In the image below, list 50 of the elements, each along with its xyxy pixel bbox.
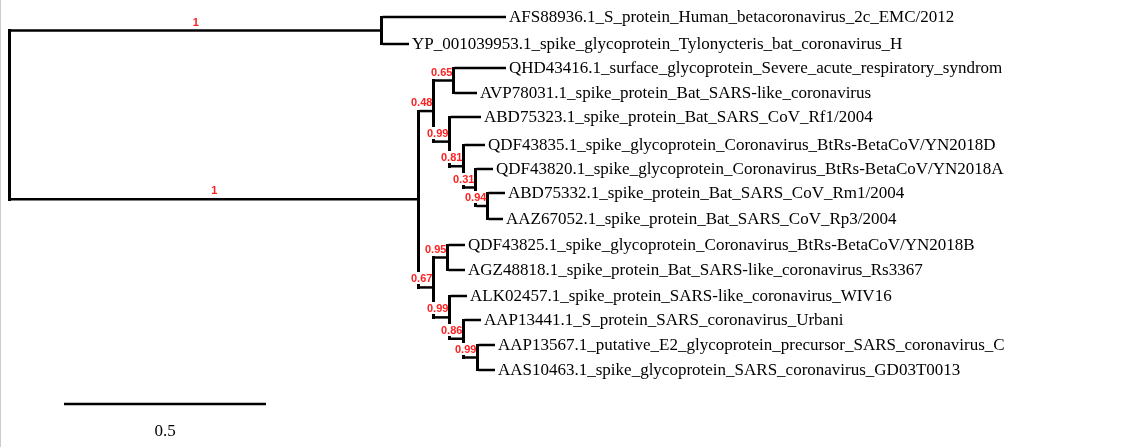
taxon-label: ABD75323.1_spike_protein_Bat_SARS_CoV_Rf1/2004 [484,107,873,127]
support-value: 0.86 [441,323,463,336]
taxon-label: AFS88936.1_S_protein_Human_betacoronavirus_2c_EMC/2012 [509,7,955,27]
node-bar [380,15,383,46]
taxon-label: AAS10463.1_spike_glycoprotein_SARS_coronavirus_GD03T0013 [498,360,961,380]
taxon-label: AAZ67052.1_spike_protein_Bat_SARS_CoV_Rp3/2004 [506,209,897,229]
branch-line [434,140,449,143]
node-bar [486,191,489,221]
support-value: 1 [192,15,199,28]
branch-line [419,286,433,289]
support-value: 0.67 [411,272,433,285]
taxon-label: AAP13441.1_S_protein_SARS_coronavirus_Urbani [484,310,844,330]
taxon-label: QDF43820.1_spike_glycoprotein_Coronavirus_BtRs-BetaCoV/YN2018A [496,159,1004,179]
node-bar [8,29,11,201]
branch-line [450,115,481,119]
support-value: 0.48 [411,96,433,109]
taxon-label: QDF43835.1_spike_glycoprotein_Coronavirus_BtRs-BetaCoV/YN2018D [488,135,996,155]
branch-line [434,79,453,82]
branch-line [464,143,485,147]
branch-line [464,186,475,189]
support-value: 0.95 [425,242,447,255]
taxon-label: QDF43825.1_spike_glycoprotein_Coronavirus_BtRs-BetaCoV/YN2018B [468,235,975,255]
taxon-label: AVP78031.1_spike_protein_Bat_SARS-like_coronavirus [480,83,872,103]
taxon-label: AAP13567.1_putative_E2_glycoprotein_precursor_SARS_coronavirus_C [498,335,1005,355]
taxon-label: ALK02457.1_spike_protein_SARS-like_coronavirus_WIV16 [470,286,892,306]
support-value: 0.99 [427,126,449,139]
taxon-label: AGZ48818.1_spike_protein_Bat_SARS-like_coronavirus_Rs3367 [468,260,923,280]
taxon-label: YP_001039953.1_spike_glycoprotein_Tylonycteris_bat_coronavirus_H [412,34,903,54]
branch-line [10,198,418,201]
support-value: 0.65 [431,65,453,78]
branch-line [464,356,477,359]
support-value: 0.81 [441,151,463,164]
branch-line [450,165,463,168]
branch-line [382,42,409,46]
node-bar [452,66,455,95]
support-value: 1 [211,184,218,197]
support-value: 0.99 [455,342,477,355]
node-bar [476,343,479,372]
node-bar [446,243,449,272]
scale-label: 0.5 [154,421,176,441]
branch-line [10,29,381,32]
branch-line [454,66,506,70]
branch-line [434,316,449,319]
support-value: 0.31 [453,172,475,185]
taxon-label: QHD43416.1_surface_glycoprotein_Severe_acute_respiratory_syndrom [509,58,1003,78]
taxon-label: ABD75332.1_spike_protein_Bat_SARS_CoV_Rm1/2004 [508,183,905,203]
branch-line [454,91,477,95]
support-value: 0.99 [427,302,449,315]
branch-line [382,15,506,19]
branch-line [434,256,447,259]
